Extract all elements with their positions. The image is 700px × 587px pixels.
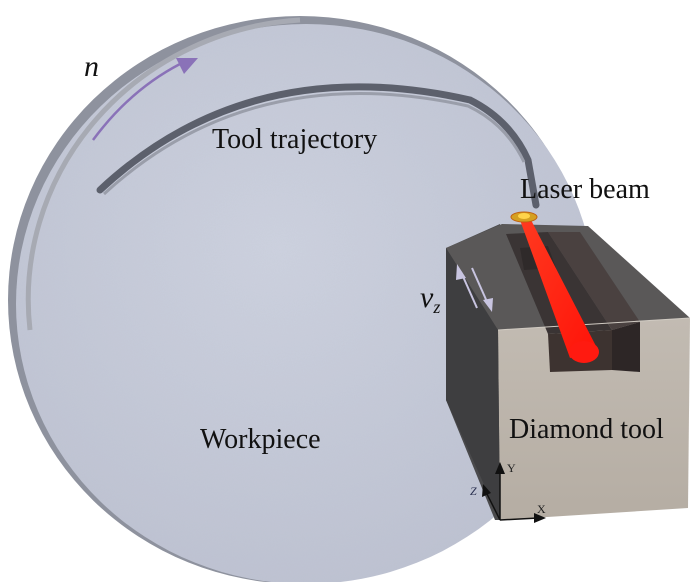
axis-z-label: Z [470,484,477,498]
workpiece-label: Workpiece [200,424,321,455]
feed-velocity-symbol: v [420,281,434,314]
workpiece-disk [8,16,596,584]
laser-beam [510,211,599,363]
diamond-tool-block [446,224,691,520]
diamond-tool-label: Diamond tool [509,414,664,445]
rotation-arrow-icon [91,58,198,141]
tool-trajectory-groove [96,83,540,209]
coordinate-axes-icon [482,462,546,523]
axis-x-label: X [537,502,546,516]
axis-y-label: Y [507,461,516,475]
feed-velocity-label: vz [420,281,441,317]
rotation-speed-label: n [84,50,99,83]
tool-trajectory-label: Tool trajectory [212,124,378,155]
feed-velocity-subscript: z [433,297,441,317]
feed-direction-arrows-icon [456,264,493,312]
laser-beam-label: Laser beam [520,174,650,205]
